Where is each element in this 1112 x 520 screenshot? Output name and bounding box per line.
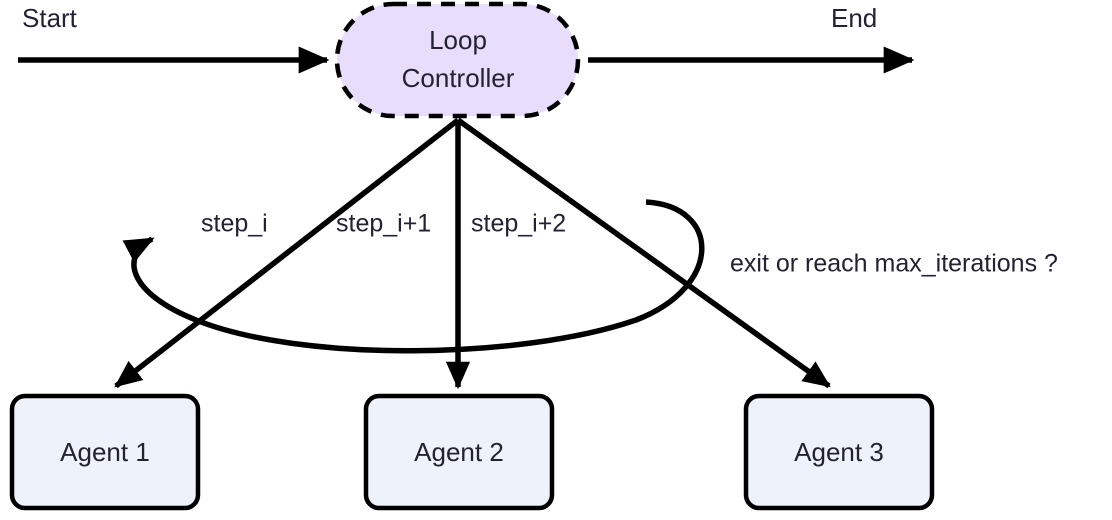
end-label: End: [831, 3, 877, 33]
edge-controller-to-agent-1: [114, 117, 460, 389]
agent-1-label: Agent 1: [60, 437, 150, 467]
node-loop-controller[interactable]: [334, 1, 581, 119]
edge-label-step-i: step_i: [201, 210, 268, 238]
edge-label-exit-condition: exit or reach max_iterations ?: [730, 250, 1058, 278]
loop-controller-label-line1: Loop: [429, 25, 487, 55]
edge-controller-to-agent-3: [456, 117, 831, 389]
node-agent-2[interactable]: [363, 393, 555, 511]
loop-controller-label-line2: Controller: [402, 63, 515, 93]
edge-label-step-i-plus-1: step_i+1: [336, 210, 431, 238]
node-agent-1[interactable]: [9, 393, 201, 511]
agent-3-label: Agent 3: [794, 437, 884, 467]
node-agent-3[interactable]: [743, 393, 935, 511]
start-label: Start: [22, 3, 78, 33]
edge-feedback-loop: [122, 199, 705, 354]
agent-2-label: Agent 2: [414, 437, 504, 467]
edge-label-step-i-plus-2: step_i+2: [471, 210, 566, 238]
